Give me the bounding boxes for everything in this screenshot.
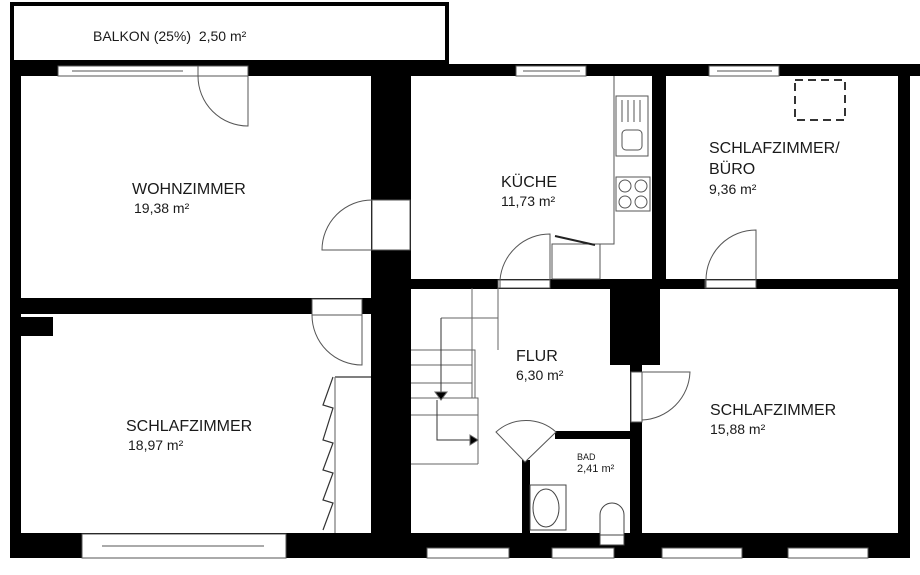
- schlafzimmer-links-area: 18,97 m²: [128, 437, 184, 453]
- kitchen-fixtures: [551, 76, 651, 280]
- room-label-wohnzimmer: WOHNZIMMER 19,38 m²: [132, 180, 246, 217]
- room-label-schlafzimmer-links: SCHLAFZIMMER 18,97 m²: [126, 417, 252, 454]
- wardrobe: [322, 376, 371, 533]
- wohnzimmer-area: 19,38 m²: [134, 200, 190, 216]
- kueche-area: 11,73 m²: [501, 193, 556, 209]
- room-label-bad: BAD 2,41 m²: [577, 452, 614, 476]
- room-label-flur: FLUR 6,30 m²: [516, 347, 563, 384]
- doors: [197, 65, 757, 463]
- schlafzimmer-buero-name: SCHLAFZIMMER/: [709, 140, 840, 157]
- wohnzimmer-name: WOHNZIMMER: [132, 181, 246, 198]
- room-label-balkon: BALKON (25%) 2,50 m²: [93, 27, 246, 46]
- balkon-name: BALKON (25%): [93, 28, 192, 44]
- bad-area: 2,41 m²: [577, 463, 615, 475]
- schlafzimmer-rechts-area: 15,88 m²: [710, 421, 766, 437]
- room-label-schlafzimmer-buero: SCHLAFZIMMER/ BÜRO 9,36 m²: [709, 138, 840, 198]
- room-label-kueche: KÜCHE 11,73 m²: [501, 173, 557, 210]
- balkon-area: 2,50 m²: [198, 28, 247, 44]
- schlafzimmer-buero-area: 9,36 m²: [709, 181, 757, 197]
- schlafzimmer-buero-name2: BÜRO: [709, 161, 756, 178]
- skylight-outline: [794, 79, 846, 121]
- balcony-outline: [10, 2, 449, 64]
- room-label-schlafzimmer-rechts: SCHLAFZIMMER 15,88 m²: [710, 401, 836, 438]
- windows: [57, 65, 869, 559]
- bad-name: BAD: [577, 452, 596, 462]
- flur-area: 6,30 m²: [516, 367, 564, 383]
- staircase: [411, 288, 499, 465]
- bathroom-fixtures: [529, 484, 625, 546]
- kueche-name: KÜCHE: [501, 174, 558, 191]
- schlafzimmer-links-name: SCHLAFZIMMER: [126, 418, 253, 435]
- flur-name: FLUR: [516, 348, 558, 365]
- schlafzimmer-rechts-name: SCHLAFZIMMER: [710, 402, 837, 419]
